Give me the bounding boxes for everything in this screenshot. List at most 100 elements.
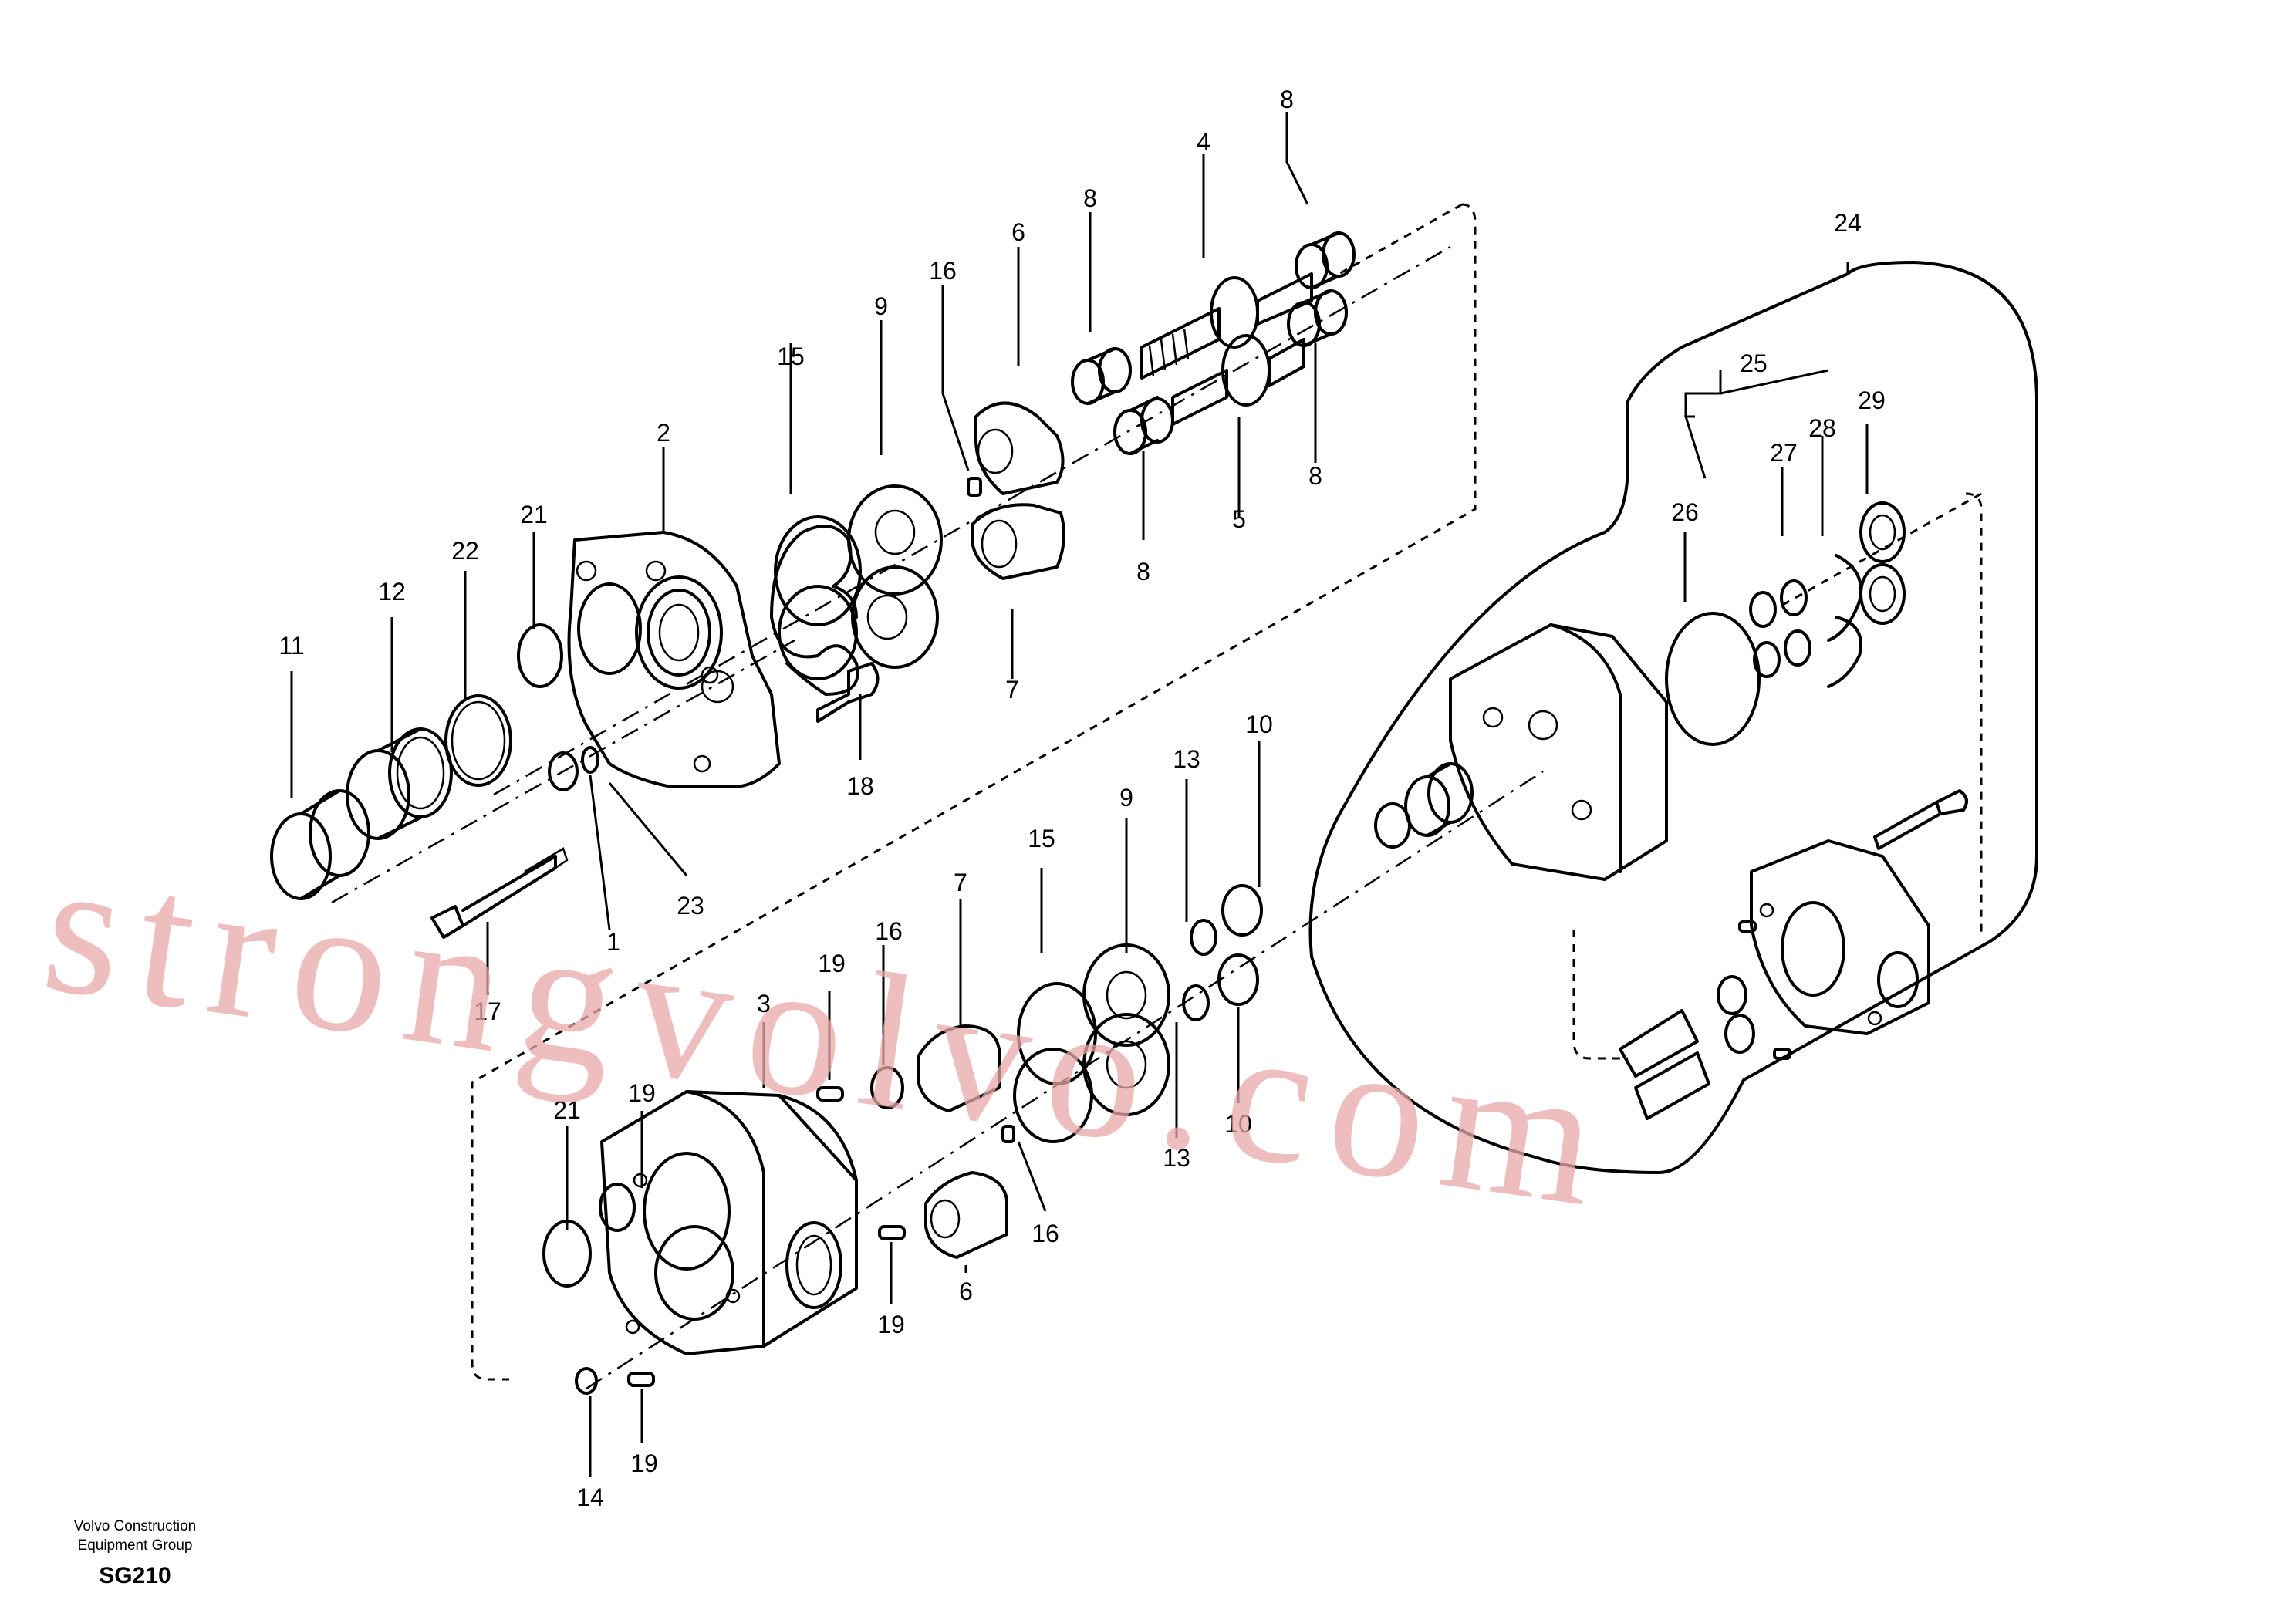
assembly-24-bolt: [1873, 789, 1968, 850]
callout-13-upper: 13: [1173, 745, 1200, 773]
part-19-pin-c: [627, 1372, 655, 1387]
callout-6-upper: 6: [1011, 218, 1025, 246]
upper-assembly-boundary: [471, 203, 1477, 1381]
callout-22: 22: [451, 537, 479, 565]
callout-8-bottom-left: 8: [1136, 558, 1150, 586]
part-19-pin-on-housing: [599, 1183, 636, 1232]
callout-25: 25: [1740, 349, 1768, 377]
callout-8-top: 8: [1280, 86, 1294, 113]
part-12-sleeve: [346, 727, 453, 840]
part-17-bolt: [430, 847, 569, 939]
axis-line-upper: [493, 245, 1451, 796]
callout-8-left: 8: [1083, 184, 1097, 212]
callout-12: 12: [378, 578, 406, 606]
callout-4: 4: [1197, 128, 1210, 156]
callout-16-mid: 16: [875, 917, 903, 945]
part-8-bushing-c: [1295, 231, 1356, 289]
assembly-24-rear-cover: [1449, 623, 1668, 881]
part-1-ring: [548, 751, 579, 791]
assembly-24-outline: [1308, 261, 2038, 1174]
part-23-spring: [581, 746, 599, 774]
part-16-pin-lower: [1001, 1125, 1015, 1143]
part-6-bushing-upper: [974, 401, 1065, 495]
axis-line-middle: [331, 639, 795, 904]
part-29-seal-pair: [1859, 501, 1906, 625]
part-6-bushing-lower: [924, 1171, 1008, 1259]
part-27-bushing-pair: [1749, 579, 1811, 678]
part-15-gasket-upper-b: [778, 585, 858, 680]
callout-18: 18: [846, 772, 874, 800]
part-8-bushing-a: [1071, 347, 1132, 405]
part-19-ring-small: [870, 1066, 904, 1109]
part-9-plate-upper: [847, 484, 943, 669]
assembly-24-mini-gears: [1619, 920, 1791, 1120]
assembly-24-shaft-seal: [1374, 762, 1474, 849]
callout-23: 23: [677, 892, 704, 920]
part-18-bolt: [816, 662, 880, 723]
callout-numbers: 8 4 24 6 8 16 9 15 25 29 27 28 2 5 26 8 …: [279, 86, 1885, 1511]
part-6-bushing-lower-bore: [930, 1199, 961, 1239]
callout-21-upper: 21: [520, 501, 548, 528]
part-21-ring-lower: [542, 1220, 592, 1288]
part-6-bushing-upper-bore: [977, 428, 1014, 474]
callout-16-upper: 16: [929, 257, 957, 285]
part-14-ring: [575, 1367, 598, 1395]
part-15-gasket-upper: [770, 525, 859, 696]
callout-19-top: 19: [818, 950, 846, 977]
callout-29: 29: [1858, 386, 1886, 414]
callout-15-upper: 15: [777, 343, 805, 370]
part-15-gasket-upper-a: [774, 515, 862, 626]
part-7-bushing-upper-bore: [981, 519, 1018, 569]
part-4-drive-gear: [1140, 272, 1313, 380]
part-8-bushing-d: [1287, 289, 1348, 347]
part-7-bushing-lower: [917, 1024, 1001, 1112]
callout-7-lower: 7: [954, 869, 967, 896]
callout-9-upper: 9: [874, 292, 888, 320]
callout-leaders: [290, 112, 1869, 1477]
callout-9-lower: 9: [1119, 784, 1133, 812]
part-15-gasket-lower-a: [1017, 982, 1097, 1085]
callout-24: 24: [1834, 209, 1862, 237]
part-2-cover-plate: [567, 531, 781, 788]
assembly-24-mini-housing: [1750, 839, 1930, 1035]
callout-27: 27: [1770, 439, 1798, 467]
callout-19-housing: 19: [628, 1079, 656, 1107]
footer-diagram-code: SG210: [99, 1563, 171, 1588]
part-22-o-ring: [444, 694, 512, 787]
footer-company-line1: Volvo Construction: [73, 1518, 197, 1534]
part-22-o-ring-inner: [451, 700, 506, 781]
part-19-pin-a: [816, 1086, 844, 1102]
part-7-bushing-upper: [971, 503, 1065, 580]
part-13-ring-lower: [1182, 984, 1210, 1021]
callout-21-lower: 21: [553, 1096, 581, 1124]
part-10-seal-upper: [1221, 884, 1263, 937]
callout-28: 28: [1808, 414, 1836, 442]
callout-13-lower: 13: [1163, 1144, 1190, 1172]
callout-14: 14: [576, 1483, 604, 1511]
part-28-retaining-ring: [1827, 554, 1862, 688]
callout-6-lower: 6: [959, 1277, 973, 1305]
part-3-pump-housing: [600, 1090, 858, 1355]
part-16-pin-upper: [967, 477, 982, 497]
callout-8-right: 8: [1308, 462, 1322, 490]
footer-company-line2: Equipment Group: [77, 1537, 193, 1554]
part-11-sleeve: [270, 789, 370, 900]
callout-19-bottom: 19: [630, 1450, 658, 1477]
part-19-pin-b: [878, 1225, 906, 1240]
callout-5: 5: [1232, 505, 1246, 533]
lower-assembly-boundary: [1572, 492, 1983, 1060]
callout-2: 2: [657, 419, 670, 447]
part-26-o-ring: [1665, 612, 1761, 746]
callout-3: 3: [757, 990, 771, 1018]
part-5-driven-gear: [1171, 334, 1305, 426]
axis-line-lower: [586, 770, 1544, 1390]
callout-26: 26: [1671, 498, 1699, 526]
callout-19-right: 19: [877, 1311, 905, 1338]
callout-1: 1: [606, 928, 620, 956]
part-8-bushing-b: [1113, 396, 1174, 455]
callout-16-lower: 16: [1032, 1220, 1059, 1247]
callout-15-lower: 15: [1028, 825, 1055, 852]
callout-10-upper: 10: [1245, 710, 1273, 738]
part-13-ring-upper: [1190, 919, 1217, 956]
